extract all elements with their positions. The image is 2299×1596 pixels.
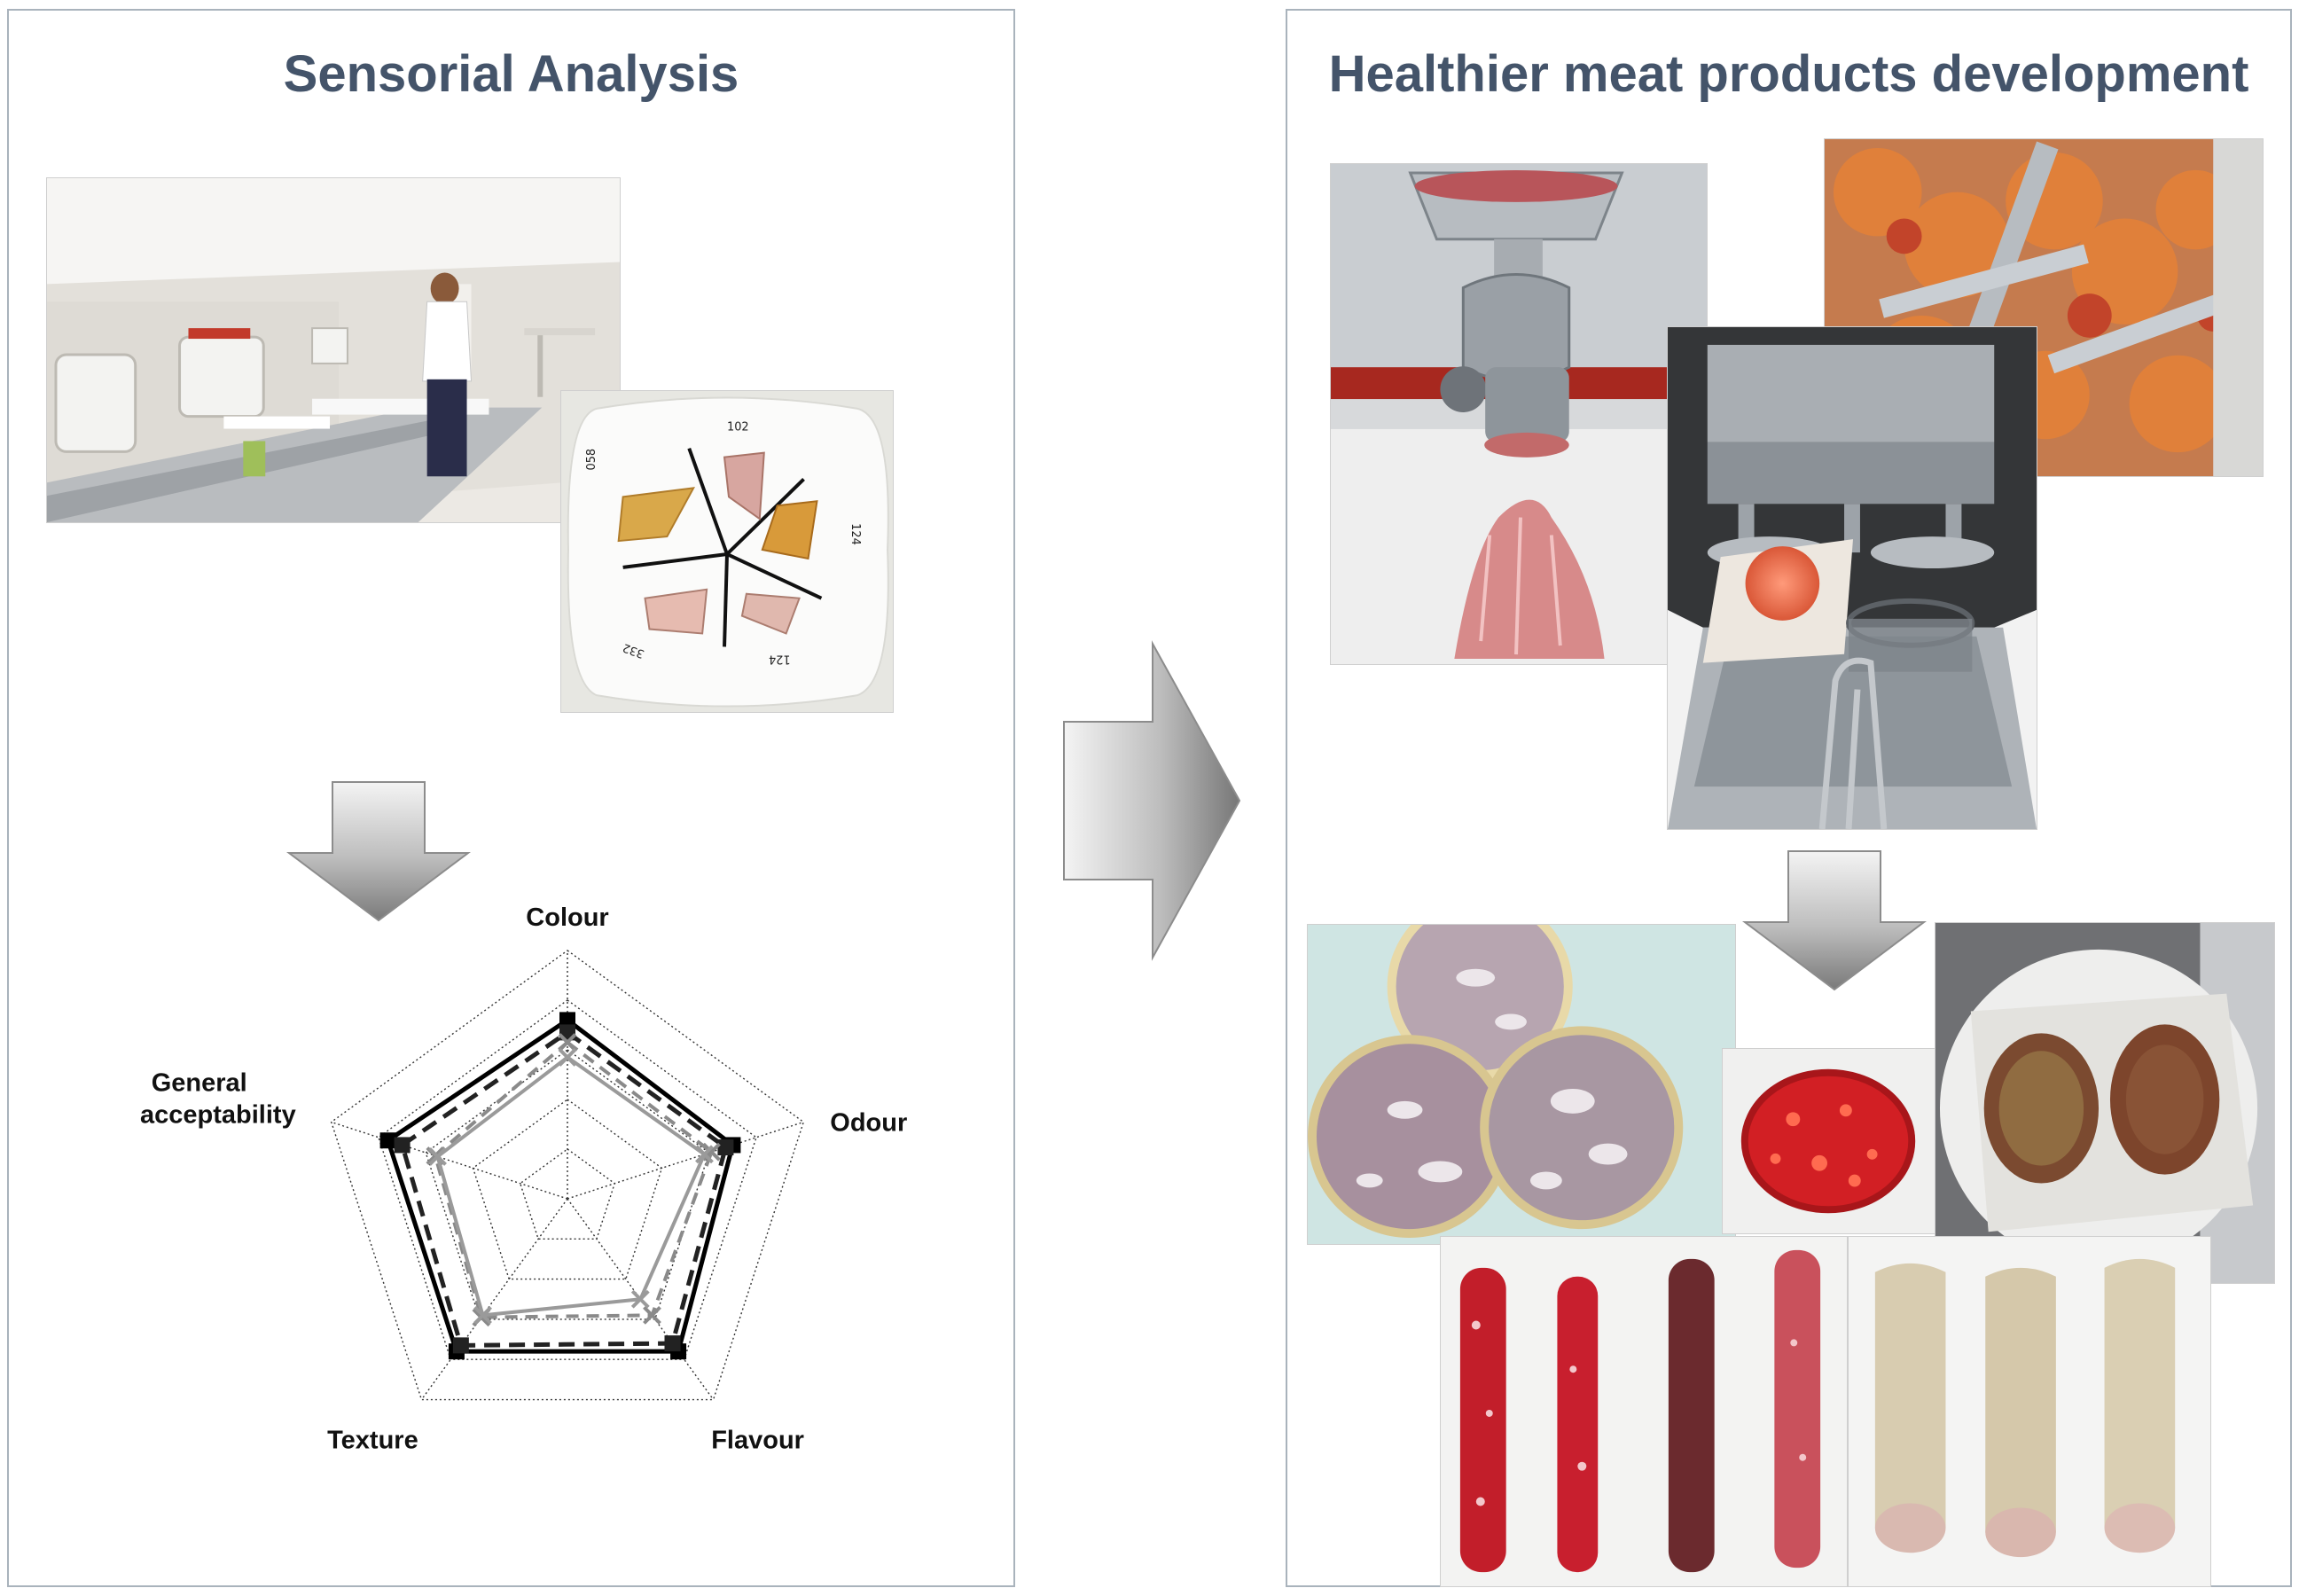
radar-point-2-2 <box>643 1305 661 1325</box>
cooked-patties-photo <box>1935 922 2275 1284</box>
radar-point-1-3 <box>452 1337 469 1354</box>
plate-label-102: 102 <box>727 421 749 434</box>
fresh-sausages-photo <box>1440 1236 1848 1587</box>
chorizo-slice-photo <box>1722 1048 1938 1234</box>
radar-point-1-2 <box>664 1335 681 1352</box>
burger-press-photo <box>1667 326 2037 830</box>
meat-grinder-photo <box>1330 163 1708 665</box>
plate-label-124-right: 124 <box>848 523 862 545</box>
radar-ring-4 <box>330 950 805 1401</box>
sensory-lab-photo <box>46 177 621 523</box>
radar-axis-label-4: General acceptability <box>140 1068 296 1129</box>
radar-axis-label-3: Texture <box>327 1427 418 1455</box>
down-arrow-icon <box>1742 850 1927 991</box>
panel-title-meat-products: Healthier meat products development <box>1328 45 2249 103</box>
tasting-plate-photo: 102 124 124 332 058 <box>560 390 894 713</box>
radar-series-line-1 <box>400 1029 728 1348</box>
radar-series-line-0 <box>386 1017 735 1354</box>
panel-title-sensorial: Sensorial Analysis <box>283 45 739 103</box>
sensorial-analysis-panel: Sensorial Analysis <box>7 9 1015 1587</box>
down-arrow-icon <box>286 781 471 922</box>
radar-point-3-3 <box>473 1305 492 1325</box>
plate-label-058: 058 <box>585 449 598 471</box>
plate-label-124-bottom: 124 <box>769 652 791 665</box>
radar-spoke-3 <box>420 1198 568 1400</box>
radar-point-1-4 <box>394 1137 411 1154</box>
meat-products-panel: Healthier meat products development <box>1286 9 2292 1587</box>
cooked-sausage-slices-photo <box>1307 924 1736 1245</box>
radar-spoke-4 <box>331 1121 568 1200</box>
right-arrow-icon <box>1063 640 1241 961</box>
radar-point-0-0 <box>559 1012 575 1029</box>
radar-point-3-4 <box>428 1146 447 1166</box>
radar-point-3-1 <box>695 1145 714 1164</box>
radar-point-0-4 <box>379 1132 396 1149</box>
white-sausages-photo <box>1848 1236 2211 1587</box>
radar-point-3-2 <box>630 1289 650 1309</box>
radar-series-line-3 <box>435 1055 707 1318</box>
radar-axis-label-1: Odour <box>830 1108 907 1137</box>
radar-series-line-2 <box>433 1040 714 1319</box>
radar-axis-label-line-0: General <box>152 1068 247 1097</box>
radar-axis-label-2: Flavour <box>711 1427 804 1455</box>
radar-point-1-1 <box>717 1139 734 1156</box>
radar-axis-label-line-1: acceptability <box>140 1100 296 1129</box>
radar-axis-label-0: Colour <box>526 904 608 932</box>
radar-point-3-0 <box>558 1047 577 1067</box>
radar-point-2-0 <box>558 1033 577 1052</box>
